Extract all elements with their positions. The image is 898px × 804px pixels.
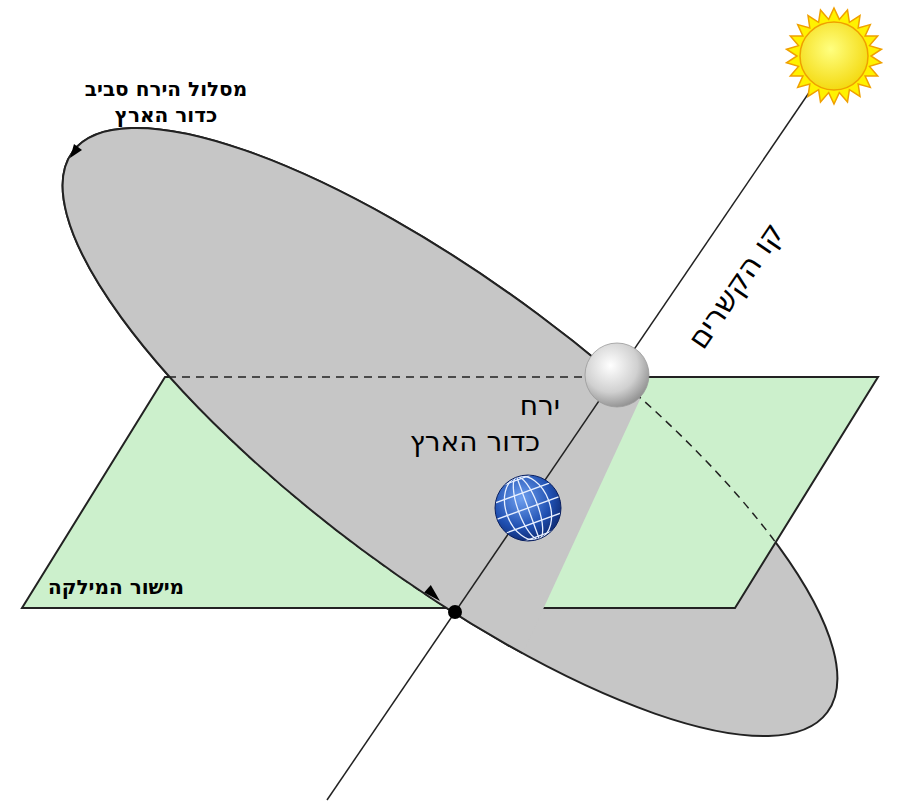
orbit-label: מסלול הירח סביב כדור הארץ (66, 76, 266, 128)
nodes-line-label: קו הקשרים (678, 214, 792, 355)
moon-orbit (0, 34, 898, 804)
moon-label: ירח (520, 388, 560, 424)
earth-grid (503, 523, 574, 549)
moon-sphere (585, 343, 649, 407)
earth-grid (482, 467, 553, 493)
orbit-hidden-arc (0, 34, 898, 804)
plane-label: מישור המילקה (48, 574, 184, 600)
orbit-upper-half (0, 34, 898, 804)
earth-grid (487, 480, 558, 506)
orbit-arrowhead (424, 585, 440, 601)
node-point (448, 605, 462, 619)
earth-grid (498, 510, 569, 536)
earth-label: כדור הארץ (410, 424, 540, 460)
earth-outline (495, 475, 561, 541)
sun-disc (800, 22, 868, 90)
sun-rays (787, 8, 882, 104)
earth-grid (492, 495, 563, 521)
orbit-arrowhead (70, 144, 82, 158)
line-of-nodes (327, 56, 834, 800)
plane-hidden-edge (168, 376, 590, 378)
